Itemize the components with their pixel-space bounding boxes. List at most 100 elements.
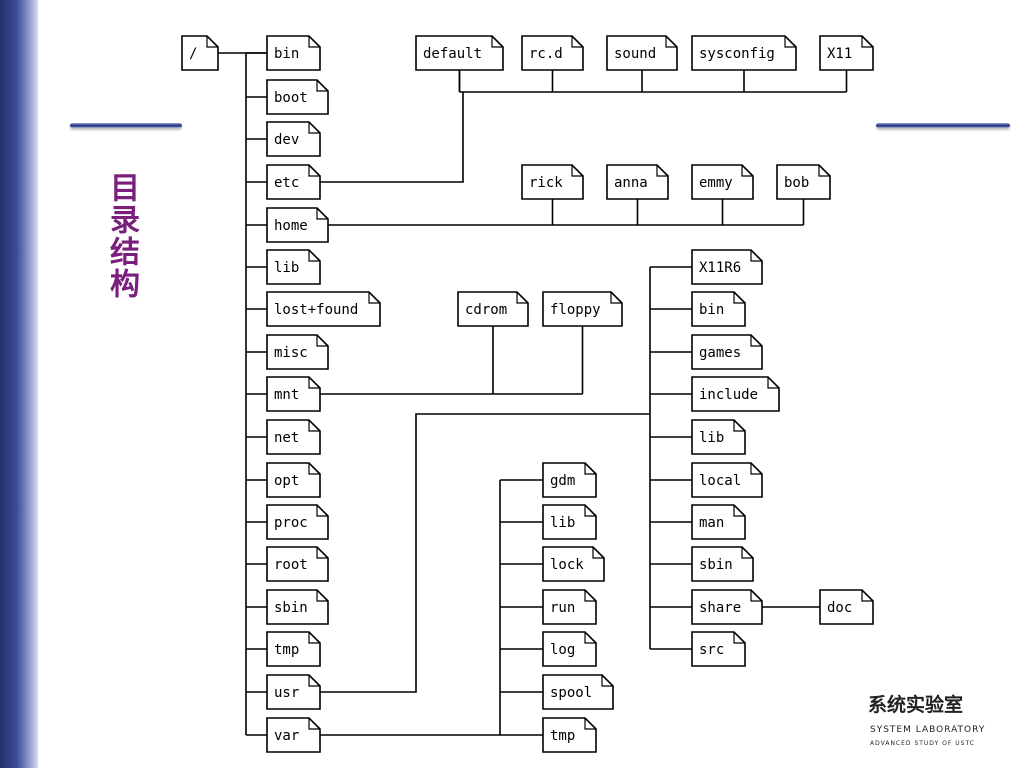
dir-label: log xyxy=(550,642,575,658)
dir-node-top-proc: proc xyxy=(266,504,329,540)
dir-label: usr xyxy=(274,685,299,701)
dir-node-usr-man: man xyxy=(691,504,746,540)
dir-label: run xyxy=(550,600,575,616)
dir-label: X11 xyxy=(827,46,852,62)
dir-node-var-run: run xyxy=(542,589,597,625)
dir-node-top-var: var xyxy=(266,717,321,753)
dir-label: net xyxy=(274,430,299,446)
dir-label: tmp xyxy=(550,728,575,744)
dir-node-etc-sysconfig: sysconfig xyxy=(691,35,797,71)
dir-node-var-lock: lock xyxy=(542,546,605,582)
dir-node-usr-share: share xyxy=(691,589,763,625)
dir-node-top-opt: opt xyxy=(266,462,321,498)
tree-connector xyxy=(320,92,464,183)
dir-node-usr-bin: bin xyxy=(691,291,746,327)
dir-label: lib xyxy=(550,515,575,531)
dir-node-top-usr: usr xyxy=(266,674,321,710)
dir-label: etc xyxy=(274,175,299,191)
dir-label: boot xyxy=(274,90,308,106)
dir-node-usr-include: include xyxy=(691,376,780,412)
lab-logo-english: SYSTEM LABORATORY xyxy=(870,725,986,735)
dir-label: tmp xyxy=(274,642,299,658)
dir-node-top-lib: lib xyxy=(266,249,321,285)
dir-node-top-bin: bin xyxy=(266,35,321,71)
dir-label: X11R6 xyxy=(699,260,741,276)
dir-label: lock xyxy=(550,557,584,573)
dir-label: floppy xyxy=(550,302,601,318)
dir-label: gdm xyxy=(550,473,575,489)
dir-node-var-gdm: gdm xyxy=(542,462,597,498)
dir-node-top-net: net xyxy=(266,419,321,455)
dir-label: root xyxy=(274,557,308,573)
dir-node-top-lost-found: lost+found xyxy=(266,291,381,327)
dir-label: rick xyxy=(529,175,563,191)
dir-label: sound xyxy=(614,46,656,62)
dir-label: local xyxy=(699,473,741,489)
dir-node-root-root: / xyxy=(181,35,219,71)
dir-node-var-log: log xyxy=(542,631,597,667)
dir-label: sbin xyxy=(699,557,733,573)
dir-label: / xyxy=(189,46,197,62)
dir-label: share xyxy=(699,600,741,616)
dir-node-mnt-floppy: floppy xyxy=(542,291,623,327)
dir-node-top-boot: boot xyxy=(266,79,329,115)
title-rule-left xyxy=(70,123,182,128)
dir-node-var-lib: lib xyxy=(542,504,597,540)
dir-label: anna xyxy=(614,175,648,191)
dir-node-share-doc: doc xyxy=(819,589,874,625)
dir-label: sysconfig xyxy=(699,46,775,62)
dir-node-mnt-cdrom: cdrom xyxy=(457,291,529,327)
dir-node-top-root: root xyxy=(266,546,329,582)
dir-label: default xyxy=(423,46,482,62)
dir-label: misc xyxy=(274,345,308,361)
left-decor-bar xyxy=(0,0,38,768)
dir-node-home-emmy: emmy xyxy=(691,164,754,200)
dir-node-home-anna: anna xyxy=(606,164,669,200)
dir-label: lost+found xyxy=(274,302,358,318)
dir-label: lib xyxy=(699,430,724,446)
dir-node-top-dev: dev xyxy=(266,121,321,157)
dir-node-home-rick: rick xyxy=(521,164,584,200)
dir-label: games xyxy=(699,345,741,361)
dir-node-usr-lib: lib xyxy=(691,419,746,455)
dir-label: bob xyxy=(784,175,809,191)
dir-label: rc.d xyxy=(529,46,563,62)
lab-logo-subtitle: ADVANCED STUDY OF USTC xyxy=(870,740,975,747)
dir-node-top-misc: misc xyxy=(266,334,329,370)
dir-label: mnt xyxy=(274,387,299,403)
tree-connector xyxy=(320,413,650,693)
dir-node-home-bob: bob xyxy=(776,164,831,200)
lab-logo-name: 系统实验室 xyxy=(868,694,964,716)
dir-label: spool xyxy=(550,685,592,701)
dir-node-var-tmp: tmp xyxy=(542,717,597,753)
dir-label: src xyxy=(699,642,724,658)
slide-title: 目录结构 xyxy=(104,172,139,300)
dir-node-usr-X11R6: X11R6 xyxy=(691,249,763,285)
dir-node-etc-default: default xyxy=(415,35,504,71)
dir-node-usr-src: src xyxy=(691,631,746,667)
dir-label: include xyxy=(699,387,758,403)
dir-label: lib xyxy=(274,260,299,276)
dir-node-etc-rc-d: rc.d xyxy=(521,35,584,71)
dir-node-etc-X11: X11 xyxy=(819,35,874,71)
dir-label: proc xyxy=(274,515,308,531)
dir-label: man xyxy=(699,515,724,531)
dir-label: var xyxy=(274,728,299,744)
dir-node-usr-local: local xyxy=(691,462,763,498)
title-rule-right xyxy=(876,123,1010,128)
dir-label: bin xyxy=(274,46,299,62)
dir-node-top-sbin: sbin xyxy=(266,589,329,625)
dir-node-top-mnt: mnt xyxy=(266,376,321,412)
dir-label: sbin xyxy=(274,600,308,616)
dir-node-top-tmp: tmp xyxy=(266,631,321,667)
dir-label: bin xyxy=(699,302,724,318)
dir-label: doc xyxy=(827,600,852,616)
dir-node-usr-sbin: sbin xyxy=(691,546,754,582)
dir-node-top-etc: etc xyxy=(266,164,321,200)
dir-label: cdrom xyxy=(465,302,507,318)
dir-node-etc-sound: sound xyxy=(606,35,678,71)
dir-node-usr-games: games xyxy=(691,334,763,370)
dir-label: home xyxy=(274,218,308,234)
dir-label: emmy xyxy=(699,175,733,191)
